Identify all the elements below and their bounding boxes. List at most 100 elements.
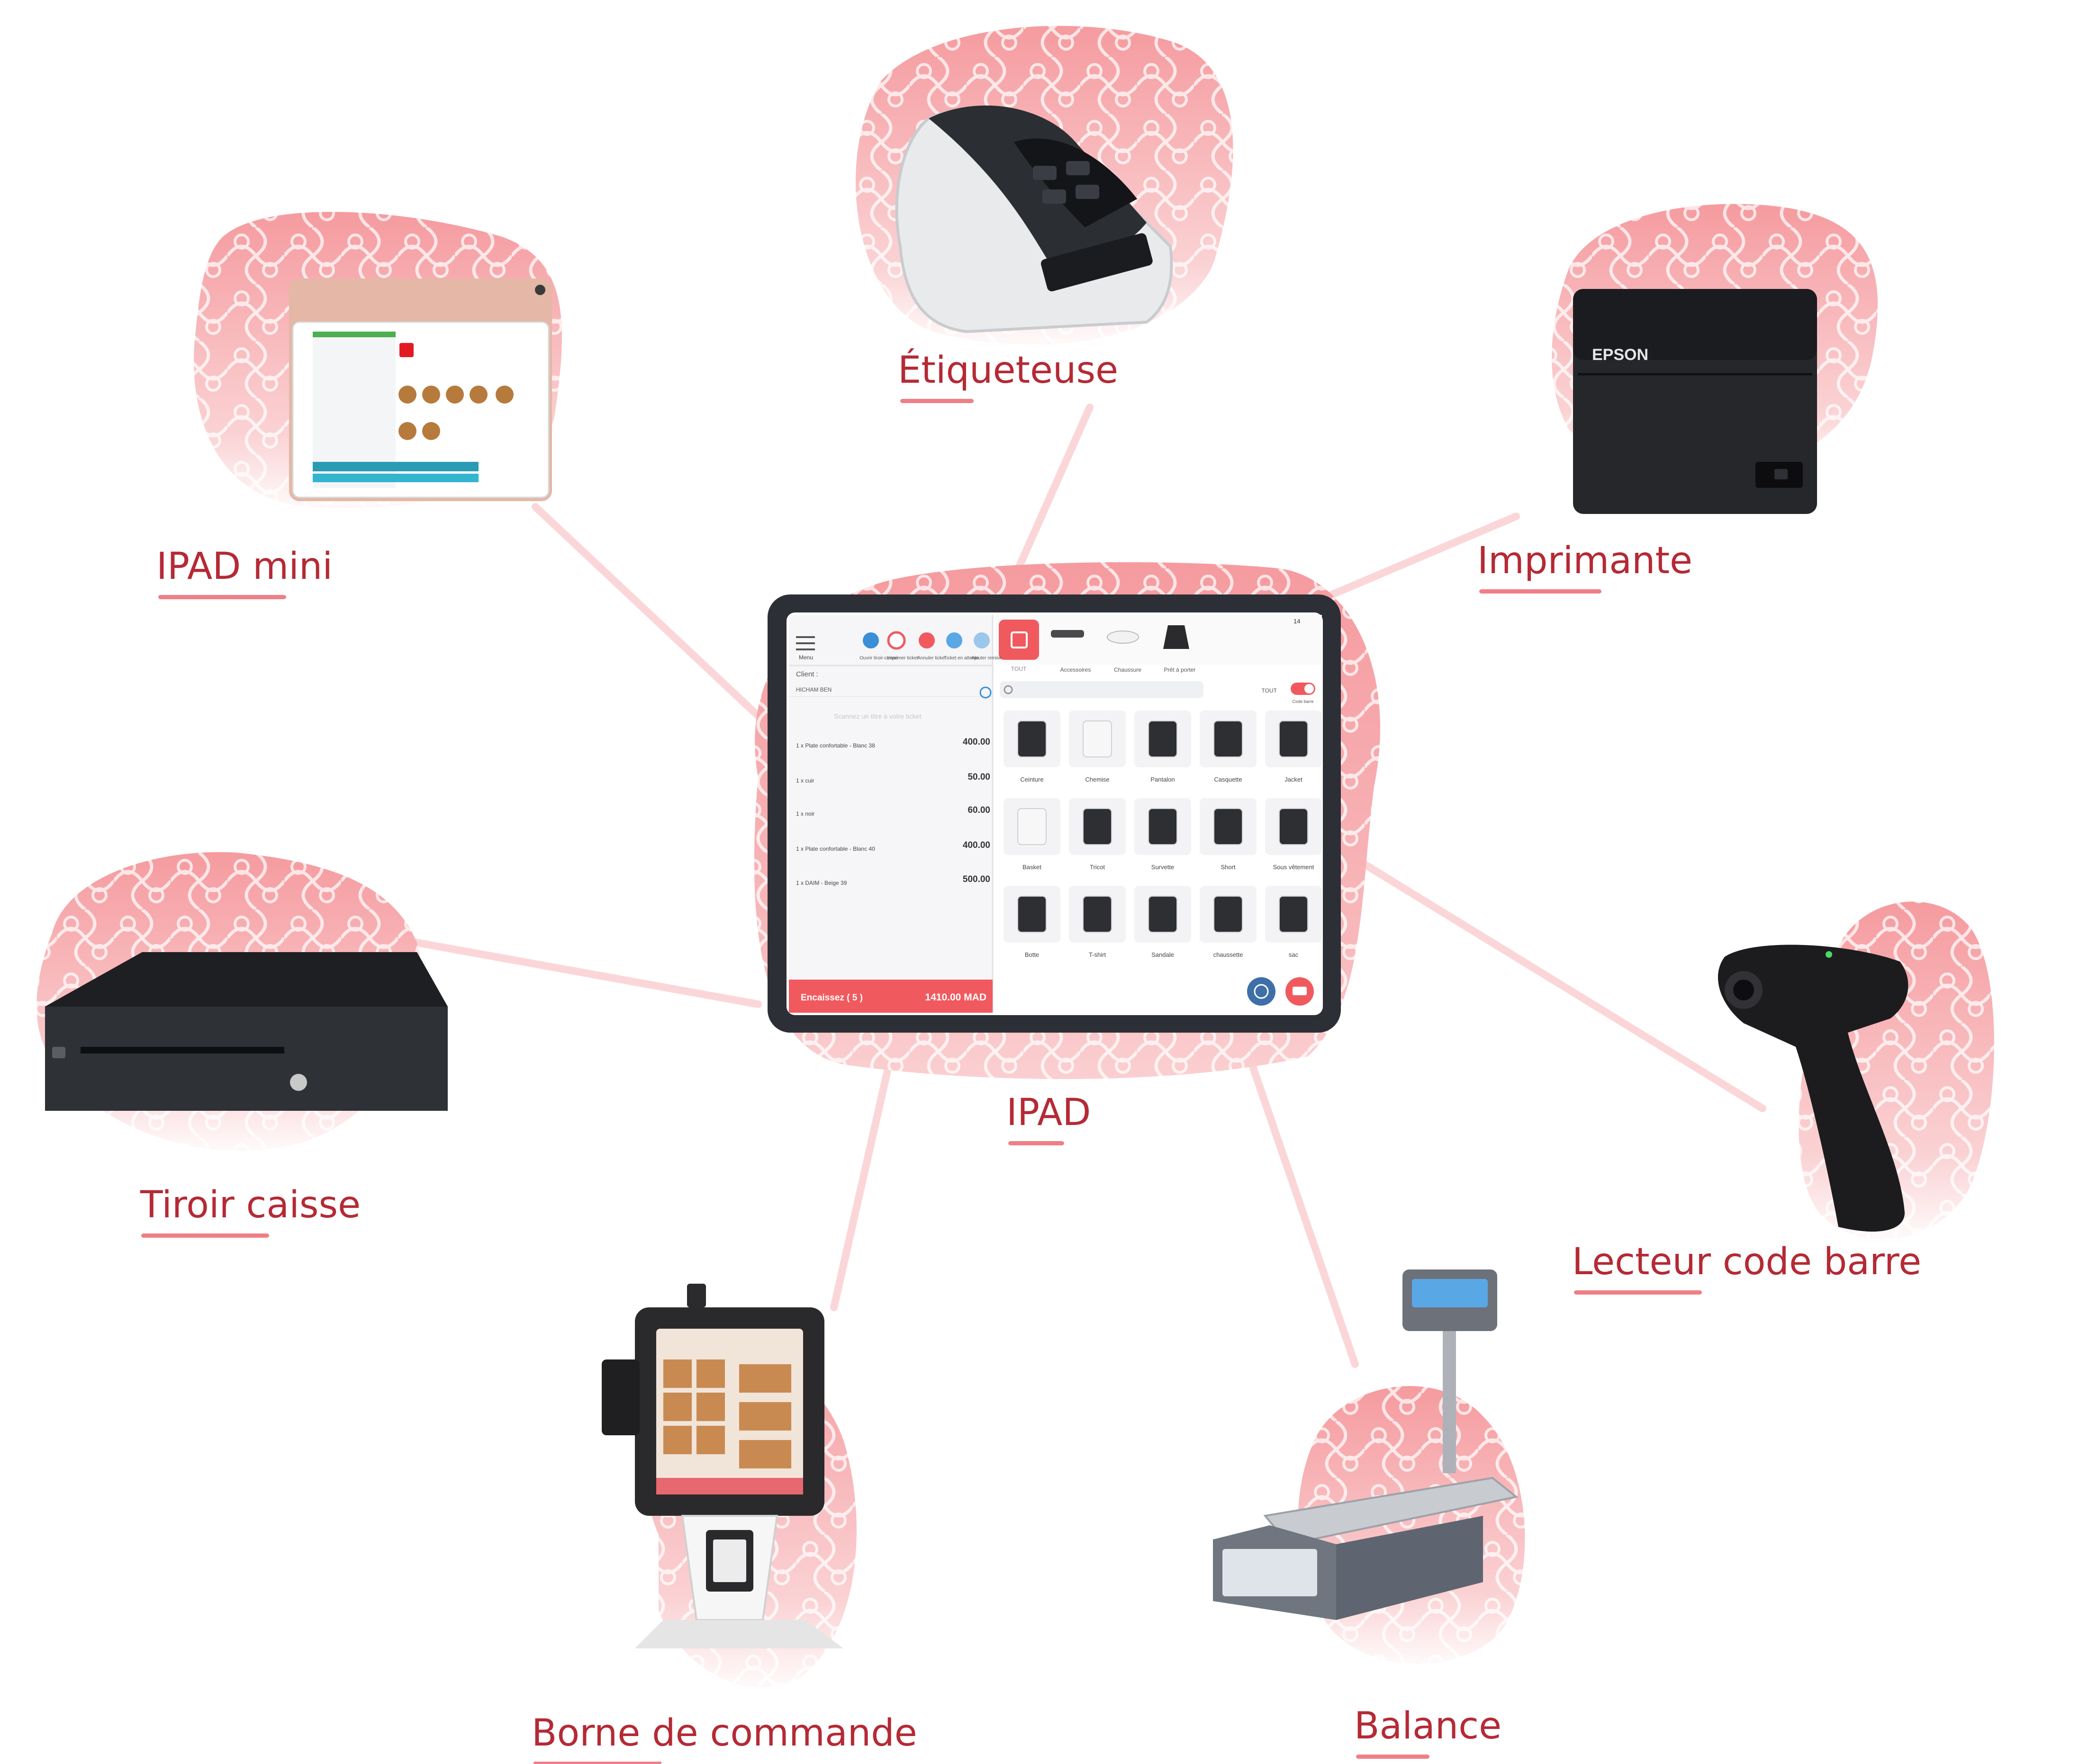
product-name: Survette: [1151, 864, 1174, 871]
category-tout[interactable]: TOUT: [1011, 666, 1027, 672]
product-grid: Ceinture Chemise Pantalon Casquette JacketBa…: [1004, 711, 1322, 958]
barcode-scanner-device: [1718, 901, 1994, 1239]
ticket-line-price: 50.00: [968, 772, 990, 782]
product-name: chaussette: [1213, 951, 1243, 958]
product-tile[interactable]: Short: [1200, 798, 1257, 871]
label-imprimante: Imprimante: [1477, 540, 1692, 582]
category-chaussure[interactable]: Chaussure: [1114, 666, 1141, 673]
product-tile[interactable]: Tricot: [1069, 798, 1126, 871]
product-photo: [1148, 896, 1177, 933]
ticket-line-price: 500.00: [963, 874, 990, 884]
product-tile[interactable]: Basket: [1004, 798, 1060, 871]
cart-icon[interactable]: [1285, 977, 1314, 1006]
product-tile[interactable]: Ceinture: [1004, 711, 1060, 783]
product-photo: [1017, 720, 1047, 757]
label-lecteur-code-barre: Lecteur code barre: [1572, 1241, 1921, 1283]
cash-drawer-device: [36, 852, 448, 1151]
category-tout-tile[interactable]: [999, 620, 1039, 660]
client-label: Client :: [796, 670, 818, 678]
product-photo: [1083, 896, 1112, 933]
ticket-line-desc[interactable]: 1 x DAIM - Beige 39: [796, 880, 847, 886]
pay-label[interactable]: Encaissez ( 5 ): [801, 993, 863, 1003]
tiroir-underline: [141, 1233, 269, 1238]
ipad-mini-underline: [158, 595, 286, 599]
ticket-line-desc[interactable]: 1 x Plate confortable - Blanc 40: [796, 846, 875, 852]
kiosk-device: [602, 1284, 857, 1687]
borne-underline: [534, 1762, 661, 1764]
product-name: Botte: [1025, 951, 1039, 958]
product-name: Jacket: [1284, 776, 1302, 783]
epson-logo: EPSON: [1592, 346, 1648, 364]
ticket-line-price: 400.00: [963, 737, 990, 747]
product-photo: [1017, 808, 1047, 845]
balance-underline: [1356, 1755, 1429, 1759]
scale-device: [1213, 1269, 1525, 1664]
ticket-line-desc[interactable]: 1 x noir: [796, 810, 814, 817]
product-tile[interactable]: Casquette: [1200, 711, 1257, 783]
status-time: 14: [1293, 618, 1300, 625]
product-tile[interactable]: sac: [1265, 886, 1322, 958]
toolbar-cancel[interactable]: Annuler ticket: [917, 656, 946, 661]
product-photo: [1148, 720, 1177, 757]
product-name: Pantalon: [1150, 776, 1175, 783]
category-accessoires[interactable]: Accessoires: [1060, 666, 1091, 673]
menu-label: Menu: [799, 654, 813, 661]
product-tile[interactable]: Sous vêtement: [1265, 798, 1322, 871]
toolbar-open-drawer[interactable]: Ouvrir tiroir-caisse: [859, 656, 898, 661]
product-name: Casquette: [1214, 776, 1242, 783]
label-ipad: IPAD: [1006, 1091, 1091, 1134]
product-name: Sous vêtement: [1273, 864, 1314, 871]
product-photo: [1213, 896, 1243, 933]
ipad-device: Ceinture Chemise Pantalon Casquette JacketBa…: [754, 562, 1381, 1079]
toggle-label: Code barre: [1292, 699, 1313, 704]
product-photo: [1279, 720, 1308, 757]
etiqueteuse-underline: [900, 399, 974, 403]
product-photo: [1213, 808, 1243, 845]
connectors: [413, 404, 1766, 1368]
toolbar-print[interactable]: Imprimer ticket: [887, 656, 918, 661]
label-balance: Balance: [1354, 1705, 1501, 1747]
product-name: sac: [1289, 951, 1299, 958]
ticket-line-desc[interactable]: 1 x cuir: [796, 777, 814, 784]
product-tile[interactable]: chaussette: [1200, 886, 1257, 958]
category-pret-a-porter[interactable]: Prêt à porter: [1164, 666, 1196, 673]
product-photo: [1148, 808, 1177, 845]
label-etiqueteuse: Étiqueteuse: [898, 348, 1118, 392]
label-tiroir-caisse: Tiroir caisse: [140, 1184, 361, 1226]
product-name: Chemise: [1085, 776, 1109, 783]
product-name: Short: [1221, 864, 1235, 871]
product-tile[interactable]: T-shirt: [1069, 886, 1126, 958]
receipt-printer-device: [1552, 204, 1878, 514]
lecteur-underline: [1574, 1290, 1702, 1295]
imprimante-underline: [1479, 589, 1601, 594]
product-name: Sandale: [1151, 951, 1174, 958]
ipad-mini-device: [194, 212, 562, 508]
product-photo: [1279, 896, 1308, 933]
toolbar-discount[interactable]: Ajouter remise: [971, 656, 1002, 661]
product-photo: [1083, 808, 1112, 845]
client-name[interactable]: HICHAM BEN: [796, 686, 832, 693]
product-tile[interactable]: Botte: [1004, 886, 1060, 958]
globe-icon[interactable]: [1247, 977, 1275, 1006]
product-tile[interactable]: Sandale: [1134, 886, 1191, 958]
filter-label: TOUT: [1262, 687, 1277, 694]
product-tile[interactable]: Jacket: [1265, 711, 1322, 783]
product-tile[interactable]: Chemise: [1069, 711, 1126, 783]
product-photo: [1213, 720, 1243, 757]
product-photo: [1017, 896, 1047, 933]
product-name: Basket: [1022, 864, 1041, 871]
product-photo: [1083, 720, 1112, 757]
toolbar-hold[interactable]: Ticket en attente: [944, 656, 979, 661]
ipad-underline: [1008, 1141, 1064, 1145]
ticket-line-price: 60.00: [968, 805, 990, 815]
total-amount: 1410.00 MAD: [925, 992, 986, 1003]
product-photo: [1279, 808, 1308, 845]
pay-button[interactable]: [789, 980, 993, 1013]
product-tile[interactable]: Pantalon: [1134, 711, 1191, 783]
product-tile[interactable]: Survette: [1134, 798, 1191, 871]
ticket-line-desc[interactable]: 1 x Plate confortable - Blanc 38: [796, 742, 875, 749]
label-ipad-mini: IPAD mini: [156, 545, 333, 588]
scan-placeholder[interactable]: Scannez un titre à votre ticket: [834, 712, 922, 720]
product-name: Ceinture: [1020, 776, 1043, 783]
menu-icon[interactable]: [796, 636, 815, 650]
